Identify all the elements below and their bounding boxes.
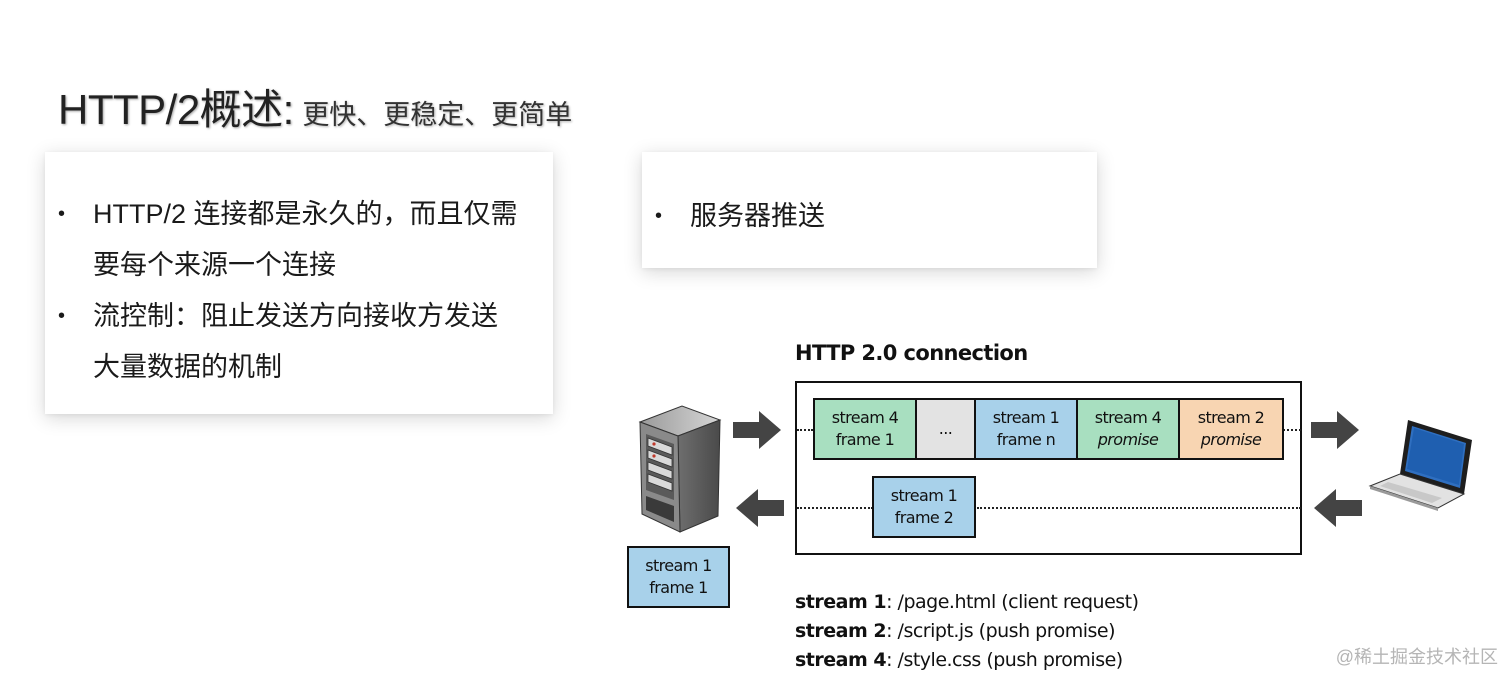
title-main: HTTP/2概述:	[58, 86, 294, 133]
frame-stream1-frame2: stream 1 frame 2	[872, 476, 976, 538]
frame-label-line2: promise	[1097, 430, 1159, 449]
frame-label-line1: stream 2	[1197, 408, 1265, 427]
bullet-item-server-push: • 服务器推送	[642, 191, 825, 242]
legend-key: stream 1	[795, 591, 887, 613]
bullet-item-persistent-connection: • HTTP/2 连接都是永久的，而且仅需 要每个来源一个连接	[45, 189, 518, 291]
arrow-left-icon	[1314, 489, 1362, 527]
frame-label-line2: frame n	[996, 430, 1056, 449]
frame-label-line2: frame 2	[894, 508, 954, 527]
bullet-dot: •	[655, 205, 663, 227]
server-tower-icon	[638, 405, 722, 533]
right-bullet-card: • 服务器推送	[642, 152, 1097, 268]
left-bullet-card: • HTTP/2 连接都是永久的，而且仅需 要每个来源一个连接 • 流控制：阻止…	[45, 152, 553, 414]
arrow-right-icon	[733, 411, 781, 449]
legend-value: : /script.js (push promise)	[886, 620, 1116, 642]
legend-value: : /style.css (push promise)	[886, 649, 1123, 671]
bullet-text: 服务器推送	[690, 201, 825, 231]
title-subtitle: 更快、更稳定、更简单	[302, 100, 573, 130]
right-bullet-list: • 服务器推送	[642, 191, 825, 242]
frame-label-line2: frame 1	[835, 430, 895, 449]
bullet-dot: •	[58, 203, 66, 225]
bottom-dotted-line-right	[977, 507, 1301, 509]
top-dotted-line-left	[797, 429, 813, 431]
stream-legend: stream 1: /page.html (client request) st…	[795, 588, 1139, 675]
bullet-dot: •	[58, 305, 66, 327]
bullet-text: 流控制：阻止发送方向接收方发送	[93, 301, 498, 331]
arrow-right-icon	[1311, 411, 1359, 449]
legend-key: stream 2	[795, 620, 887, 642]
frame-label-line2: promise	[1200, 430, 1262, 449]
top-dotted-line-right	[1283, 429, 1301, 431]
bullet-text-continued: 要每个来源一个连接	[93, 250, 336, 280]
slide-title: HTTP/2概述: 更快、更稳定、更简单	[58, 76, 572, 137]
bullet-text-continued: 大量数据的机制	[93, 352, 282, 382]
frame-label-line1: stream 1	[992, 408, 1060, 427]
legend-row: stream 1: /page.html (client request)	[795, 588, 1139, 617]
frame-label-line2: frame 1	[649, 578, 708, 597]
frame-stream1-frame-n: stream 1 frame n	[974, 398, 1078, 460]
legend-value: : /page.html (client request)	[886, 591, 1139, 613]
watermark: @稀土掘金技术社区	[1335, 647, 1498, 667]
bullet-item-flow-control: • 流控制：阻止发送方向接收方发送 大量数据的机制	[45, 291, 518, 393]
legend-row: stream 2: /script.js (push promise)	[795, 617, 1139, 646]
laptop-icon	[1368, 420, 1472, 511]
frame-label-line1: stream 1	[645, 556, 712, 575]
bullet-text: HTTP/2 连接都是永久的，而且仅需	[93, 199, 518, 229]
frame-stream4-frame1: stream 4 frame 1	[813, 398, 917, 460]
diagram-title: HTTP 2.0 connection	[795, 341, 1028, 365]
frame-ellipsis: ...	[915, 398, 976, 460]
frame-label-line1: stream 4	[1094, 408, 1162, 427]
frame-stream1-frame1-received: stream 1 frame 1	[627, 546, 730, 608]
frame-label-line1: stream 4	[831, 408, 899, 427]
left-bullet-list: • HTTP/2 连接都是永久的，而且仅需 要每个来源一个连接 • 流控制：阻止…	[45, 189, 518, 393]
frame-stream2-promise: stream 2 promise	[1178, 398, 1284, 460]
legend-row: stream 4: /style.css (push promise)	[795, 646, 1139, 675]
frame-label-line1: ...	[938, 419, 953, 438]
bottom-dotted-line-left	[797, 507, 873, 509]
arrow-left-icon	[736, 489, 784, 527]
frame-stream4-promise: stream 4 promise	[1076, 398, 1180, 460]
frame-label-line1: stream 1	[890, 486, 958, 505]
legend-key: stream 4	[795, 649, 887, 671]
